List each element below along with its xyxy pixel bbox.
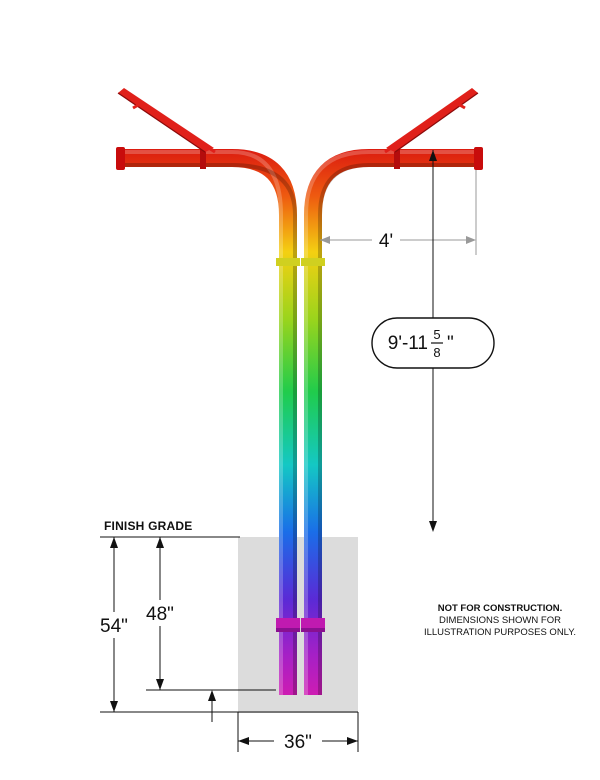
left-pole xyxy=(116,88,300,695)
height-frac-num: 5 xyxy=(433,327,440,342)
disclaimer-note: NOT FOR CONSTRUCTION. DIMENSIONS SHOWN F… xyxy=(400,603,600,639)
embed-pole-dimension: 48" xyxy=(146,537,276,722)
embed-total-label: 54" xyxy=(100,616,128,637)
height-frac-den: 8 xyxy=(433,345,440,360)
foundation-width-label: 36" xyxy=(284,732,312,753)
embed-pole-label: 48" xyxy=(146,604,174,625)
embed-total-dimension: 54" xyxy=(100,537,358,713)
right-pole xyxy=(301,88,483,695)
finish-grade-label: FINISH GRADE xyxy=(104,519,193,533)
note-line-2: ILLUSTRATION PURPOSES ONLY. xyxy=(423,627,577,638)
arm-reach-dimension: 4' xyxy=(320,170,477,255)
height-inch-mark: " xyxy=(447,333,454,354)
height-dimension: 9'-11 5 8 " xyxy=(371,150,495,532)
height-feet-label: 9'-11 xyxy=(388,333,428,354)
note-title: NOT FOR CONSTRUCTION. xyxy=(437,603,563,614)
note-line-1: DIMENSIONS SHOWN FOR xyxy=(439,615,561,626)
arm-reach-label: 4' xyxy=(379,231,393,252)
foundation-width-dimension: 36" xyxy=(237,712,359,753)
